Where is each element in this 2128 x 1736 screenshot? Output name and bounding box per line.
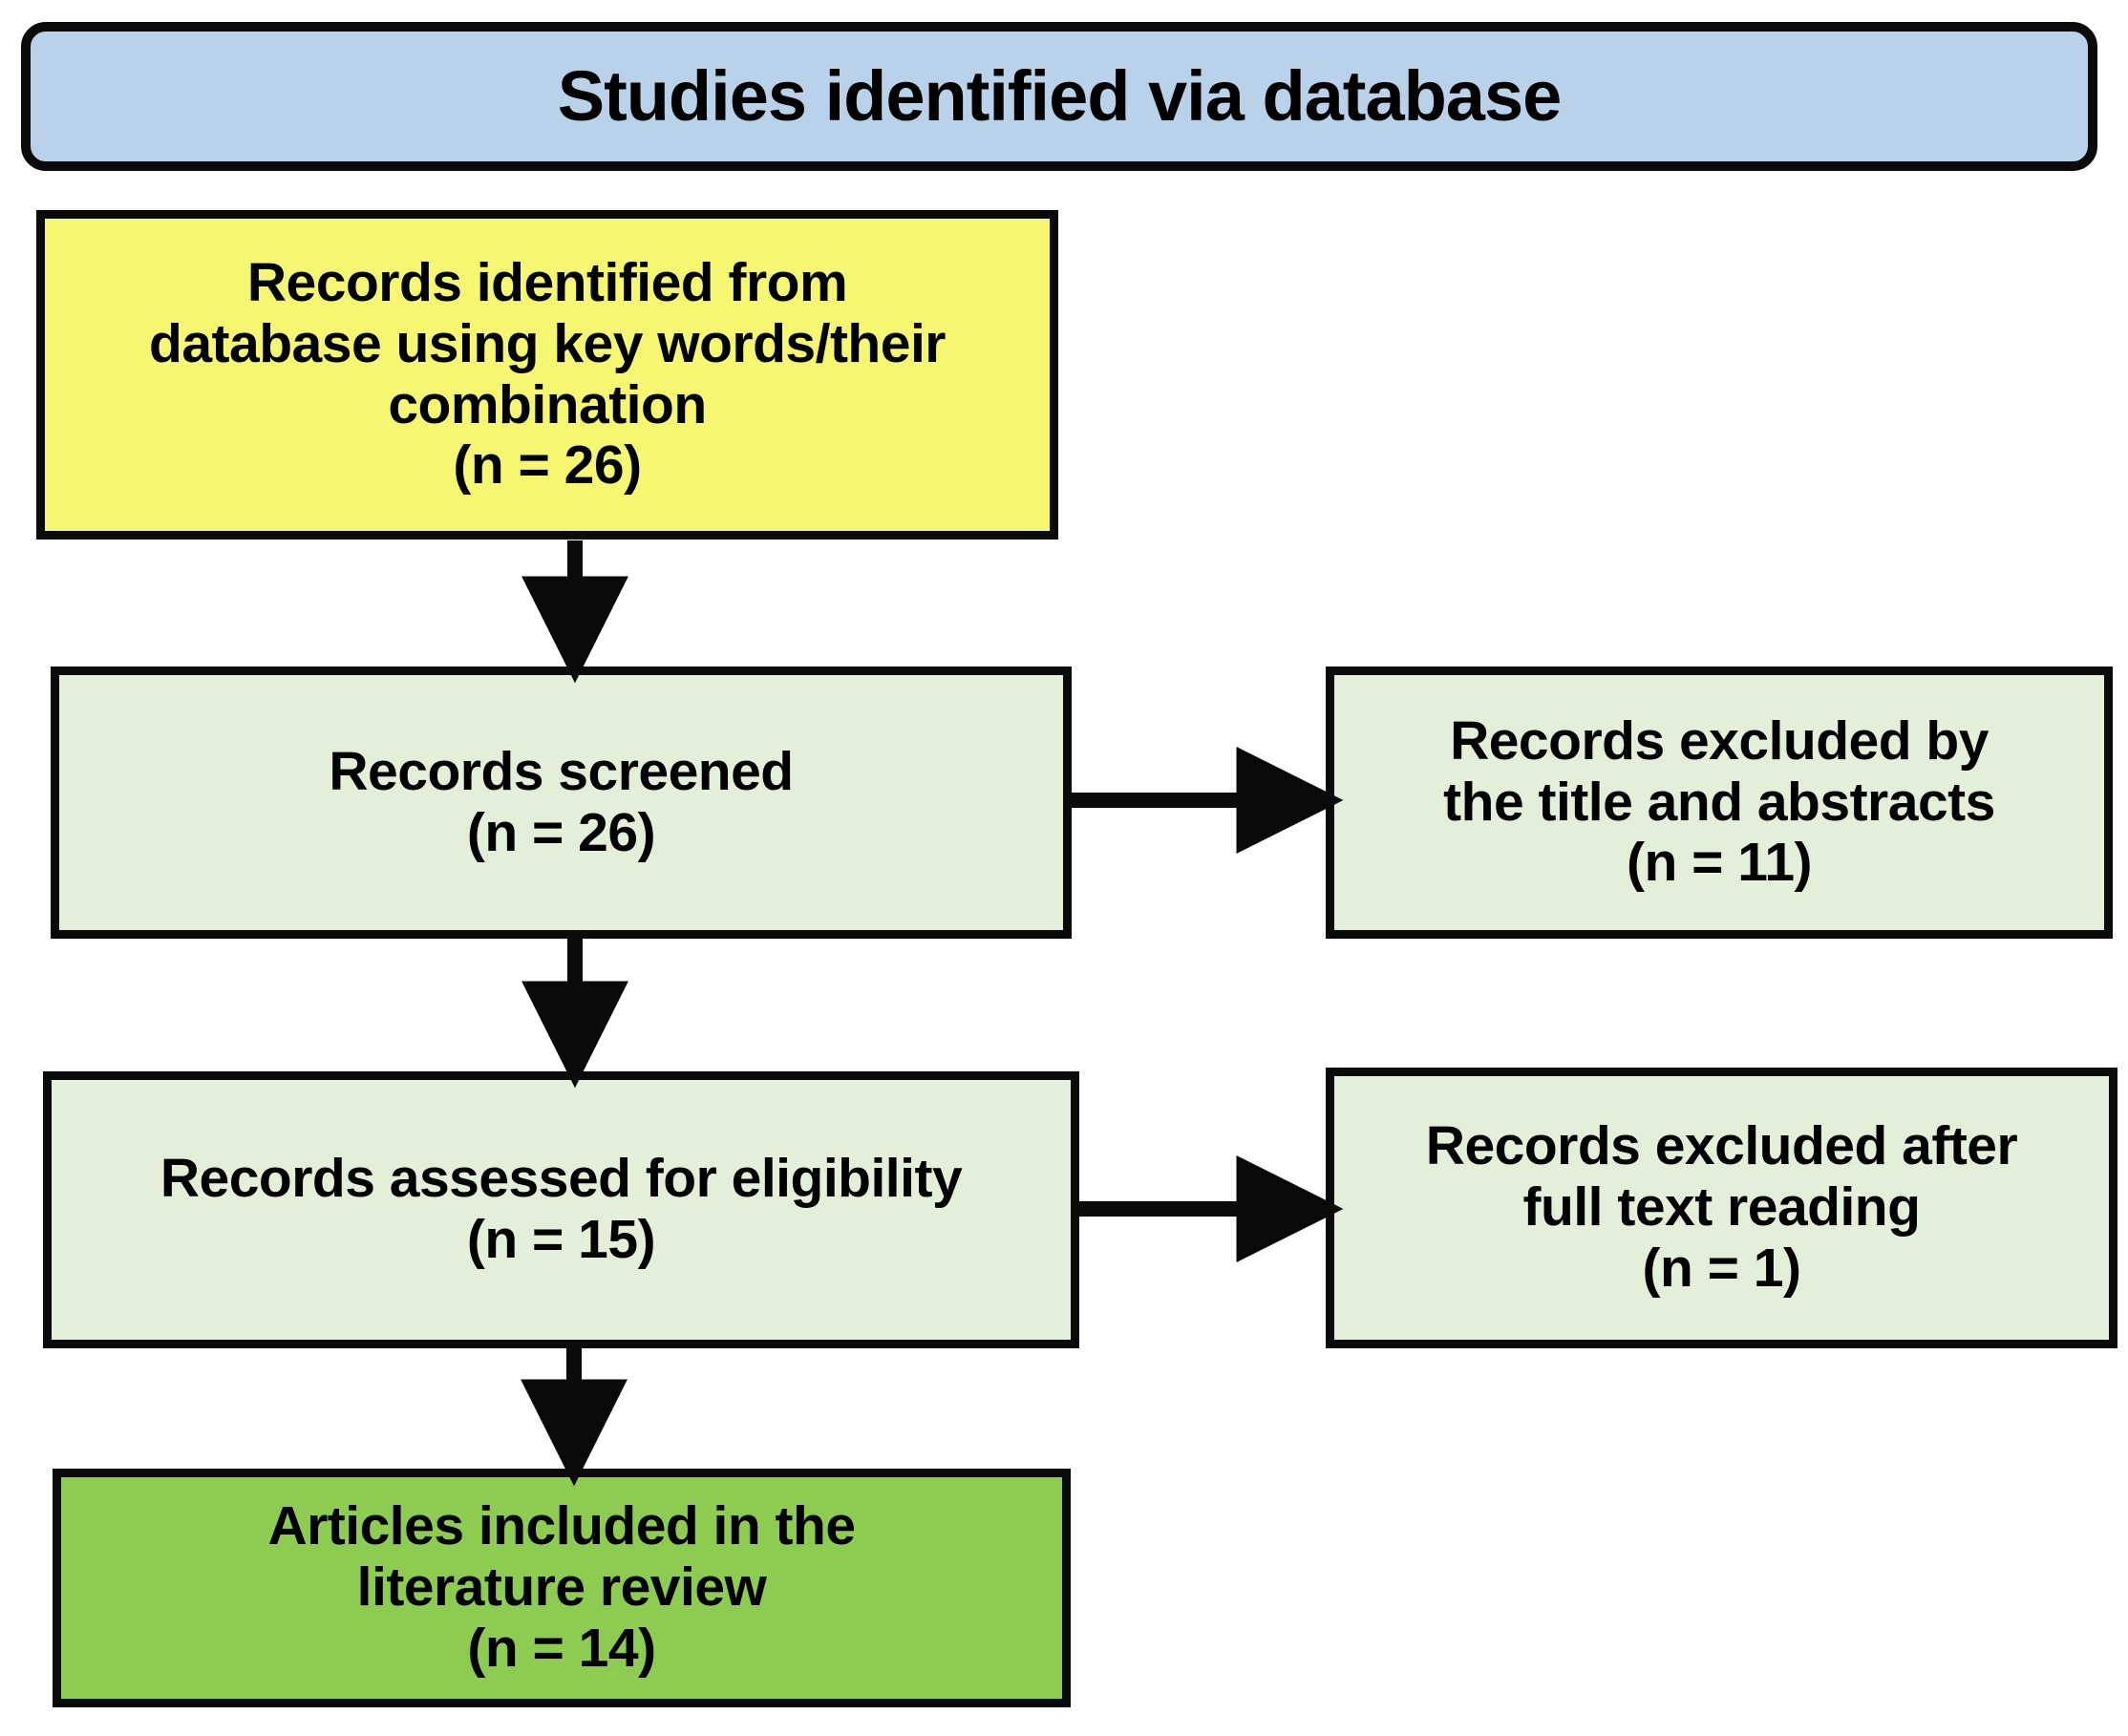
header-banner-title: Studies identified via database bbox=[557, 55, 1563, 136]
node-records-excluded-title-abstract: Records excluded by the title and abstra… bbox=[1326, 667, 2113, 939]
node-records-assessed-count: (n = 15) bbox=[466, 1209, 656, 1270]
node-records-assessed-eligibility: Records assessed for eligibility (n = 15… bbox=[43, 1071, 1079, 1348]
node-records-screened: Records screened (n = 26) bbox=[51, 667, 1072, 939]
node-records-identified-line-3: combination bbox=[388, 373, 707, 435]
node-articles-included: Articles included in the literature revi… bbox=[53, 1469, 1071, 1707]
node-articles-included-line-2: literature review bbox=[356, 1556, 767, 1619]
node-records-excluded-full-text: Records excluded after full text reading… bbox=[1326, 1068, 2117, 1348]
node-records-excluded-fulltext-count: (n = 1) bbox=[1642, 1237, 1801, 1299]
node-records-assessed-line-1: Records assessed for eligibility bbox=[160, 1148, 963, 1210]
node-records-excluded-fulltext-line-1: Records excluded after bbox=[1425, 1115, 2018, 1177]
node-records-identified-line-1: Records identified from bbox=[246, 251, 848, 313]
node-records-excluded-title-line-1: Records excluded by bbox=[1450, 709, 1989, 772]
node-records-screened-line-1: Records screened bbox=[329, 740, 794, 802]
node-records-identified-line-2: database using key words/their bbox=[149, 312, 946, 374]
node-articles-included-line-1: Articles included in the bbox=[267, 1495, 856, 1557]
node-records-identified-count: (n = 26) bbox=[453, 434, 642, 497]
node-records-screened-count: (n = 26) bbox=[466, 801, 656, 863]
node-records-identified: Records identified from database using k… bbox=[36, 210, 1058, 540]
node-articles-included-count: (n = 14) bbox=[467, 1617, 656, 1679]
header-banner-studies-identified-via-database: Studies identified via database bbox=[21, 22, 2097, 171]
node-records-excluded-fulltext-line-2: full text reading bbox=[1522, 1176, 1921, 1238]
node-records-excluded-title-count: (n = 11) bbox=[1627, 832, 1813, 894]
node-records-excluded-title-line-2: the title and abstracts bbox=[1443, 771, 1995, 833]
